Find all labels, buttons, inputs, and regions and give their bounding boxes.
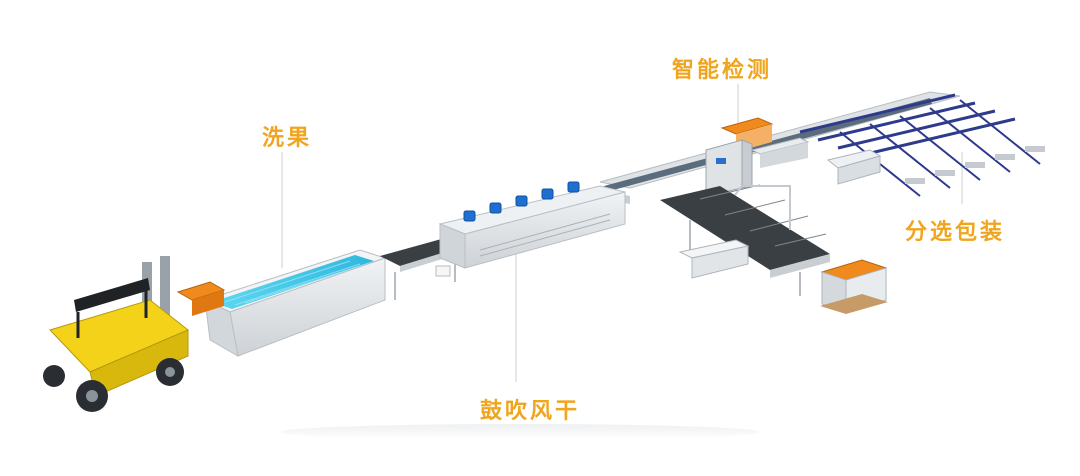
label-sorting-packaging: 分选包装 bbox=[905, 220, 1006, 245]
label-blow-drying: 鼓吹风干 bbox=[480, 399, 581, 424]
packed-boxes-pallet bbox=[820, 259, 888, 314]
leader-lines bbox=[281, 84, 963, 382]
blower-dryer bbox=[438, 181, 626, 269]
floor-shadow bbox=[280, 424, 760, 440]
label-intelligent-detection: 智能检测 bbox=[672, 58, 773, 83]
label-washing: 洗果 bbox=[262, 126, 313, 151]
sorting-lanes bbox=[799, 93, 1045, 197]
forklift bbox=[43, 256, 189, 412]
inclined-roller-conveyor bbox=[660, 184, 830, 296]
